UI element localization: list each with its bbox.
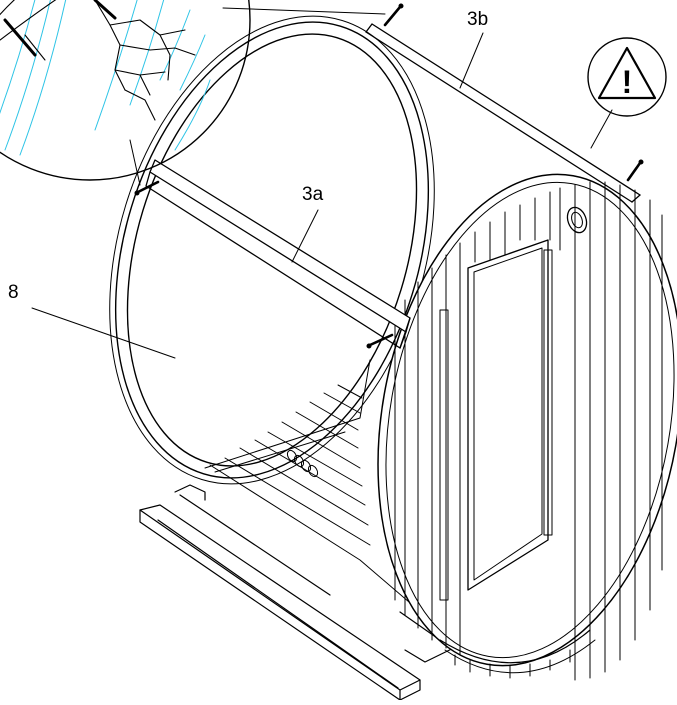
crack-detail-icon bbox=[0, 0, 386, 186]
screw-icon bbox=[626, 159, 644, 182]
callout-8: 8 bbox=[8, 282, 19, 303]
screw-icon bbox=[366, 333, 394, 349]
callout-3a: 3a bbox=[302, 184, 324, 205]
bracket-3a bbox=[145, 159, 411, 349]
front-end-wall bbox=[377, 173, 677, 681]
callout-3b: 3b bbox=[467, 9, 489, 30]
screw-icon bbox=[383, 3, 404, 27]
warning-triangle-icon bbox=[587, 37, 667, 149]
warning-exclamation: ! bbox=[622, 64, 633, 100]
floor-holes bbox=[286, 449, 319, 478]
rail-3b bbox=[365, 23, 641, 203]
callout-leaders bbox=[31, 32, 484, 359]
screw-icon bbox=[134, 180, 160, 196]
